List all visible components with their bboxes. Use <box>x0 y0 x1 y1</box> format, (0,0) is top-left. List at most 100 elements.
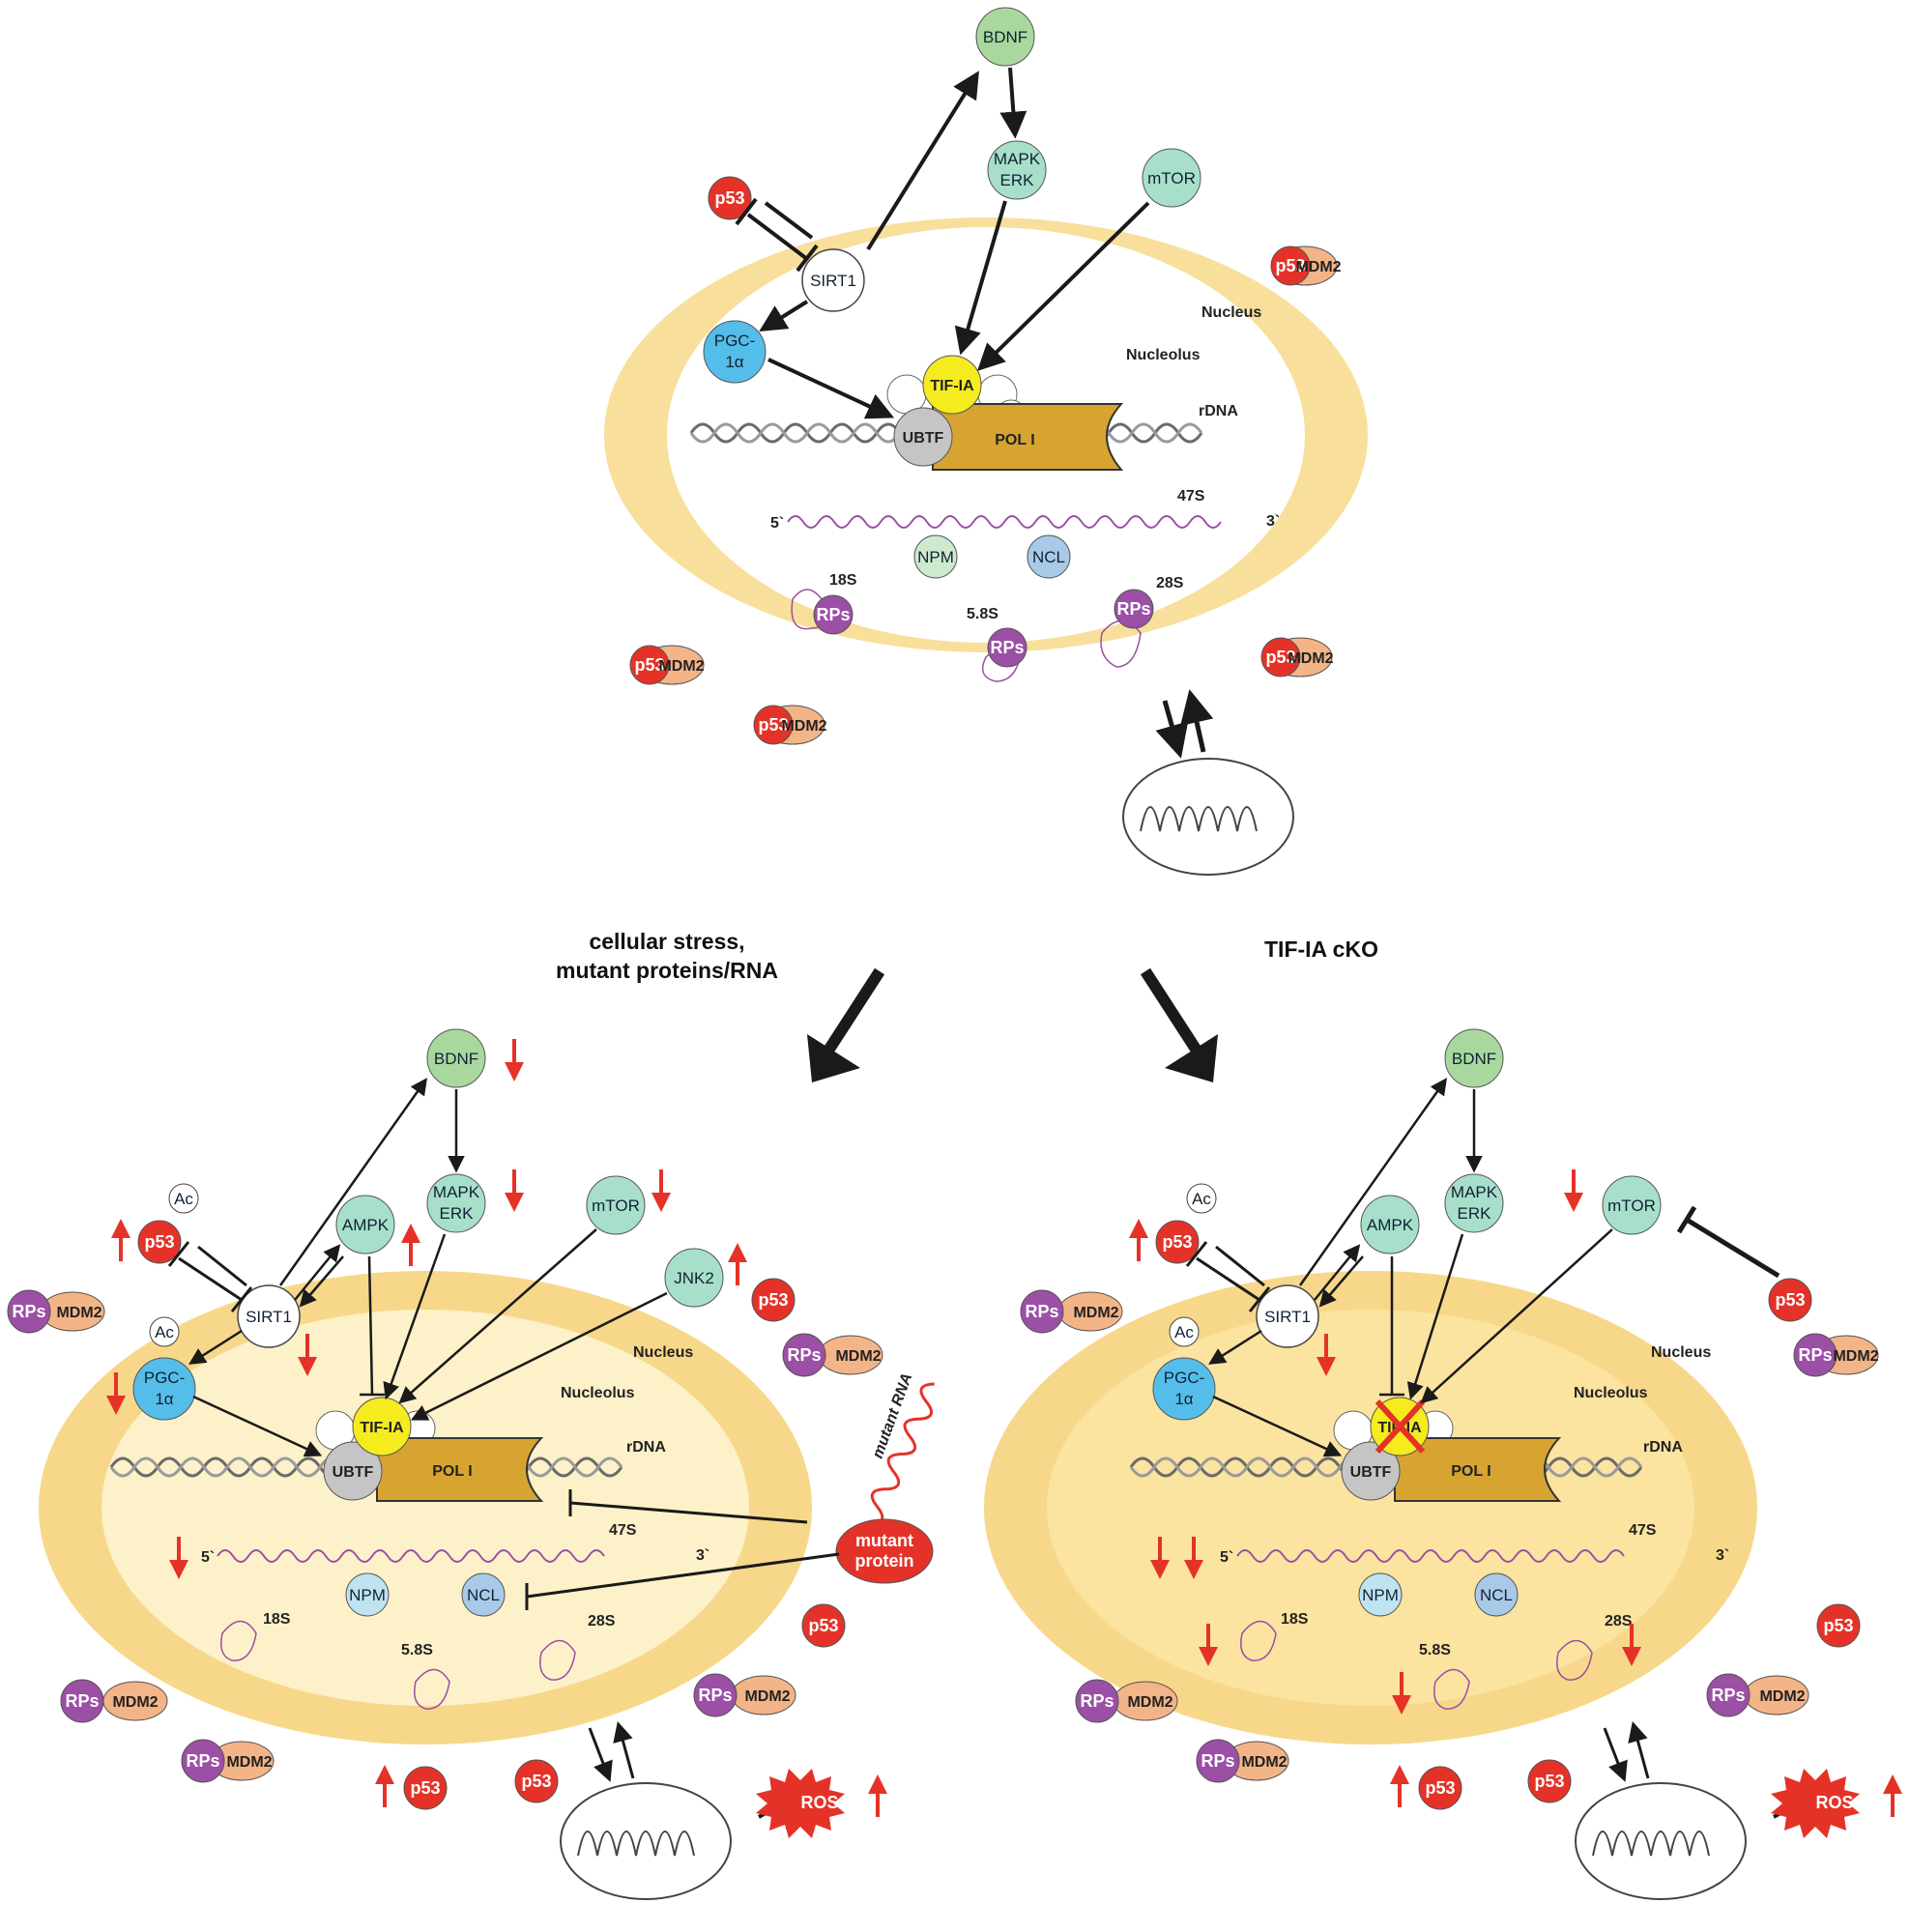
svg-text:Ac: Ac <box>174 1190 193 1208</box>
sirt1-node <box>1256 1284 1319 1348</box>
tifia-label: TIF-IA <box>930 378 974 394</box>
svg-text:mutant: mutant <box>855 1531 913 1550</box>
rps-node <box>1020 1289 1064 1334</box>
p53-node <box>403 1766 448 1810</box>
svg-text:PGC-: PGC- <box>144 1369 186 1387</box>
label-5-8s: 5.8S <box>1419 1642 1451 1658</box>
sirt1-node <box>801 248 865 312</box>
label-18s: 18S <box>263 1611 291 1628</box>
svg-text:MDM2: MDM2 <box>1127 1694 1172 1711</box>
p53-node <box>1418 1766 1462 1810</box>
ac-tag <box>1186 1183 1217 1214</box>
svg-text:MDM2: MDM2 <box>658 658 704 675</box>
rps-node <box>1196 1739 1240 1783</box>
svg-text:ERK: ERK <box>1458 1204 1492 1223</box>
jnk2-node <box>664 1248 724 1308</box>
npm-node <box>1358 1572 1403 1617</box>
svg-text:RPs: RPs <box>698 1686 732 1705</box>
svg-text:p53: p53 <box>758 715 788 735</box>
mtor-node <box>1142 148 1201 208</box>
svg-text:MAPK: MAPK <box>1451 1183 1498 1201</box>
transcript-47s <box>217 1549 605 1563</box>
svg-text:p53: p53 <box>1534 1772 1564 1791</box>
svg-text:ROS: ROS <box>1815 1793 1853 1812</box>
rrna-58s-squiggle <box>1433 1668 1470 1710</box>
ubtf-label: UBTF <box>903 430 944 447</box>
svg-text:Ac: Ac <box>1174 1323 1194 1341</box>
mtor-label: mTOR <box>1607 1197 1656 1215</box>
npm-label: NPM <box>1362 1586 1399 1604</box>
npm-label: NPM <box>917 548 954 566</box>
svg-text:RPs: RPs <box>990 638 1024 657</box>
left-transition-line1: cellular stress, <box>589 929 744 954</box>
tifia-node <box>922 355 982 415</box>
mutant-rna-label: mutant RNA <box>870 1371 916 1461</box>
rps-node <box>1075 1679 1119 1723</box>
svg-text:RPs: RPs <box>1116 599 1150 619</box>
pol1-label: POL I <box>995 432 1035 448</box>
bdnf-node <box>1444 1028 1504 1088</box>
mitochondrion <box>1122 758 1294 876</box>
rdna-label: rDNA <box>1199 403 1238 419</box>
panel-tifia-cko: Nucleus Nucleolus rDNA POL I UBTF TIF-IA… <box>984 1028 1902 1900</box>
svg-text:p53: p53 <box>144 1232 174 1252</box>
rps-node <box>782 1333 826 1377</box>
ubtf-node <box>893 407 953 467</box>
ac-tag <box>1169 1316 1200 1347</box>
pgc1a-node <box>1152 1357 1216 1421</box>
label-47s: 47S <box>1177 488 1205 505</box>
ncl-node <box>1474 1572 1519 1617</box>
svg-text:RPs: RPs <box>1025 1302 1058 1321</box>
svg-text:p53: p53 <box>1162 1232 1192 1252</box>
bdnf-label: BDNF <box>434 1050 478 1068</box>
svg-text:MDM2: MDM2 <box>1759 1688 1805 1705</box>
svg-text:MDM2: MDM2 <box>1241 1754 1287 1771</box>
pgc1a-node <box>703 320 767 384</box>
svg-text:MDM2: MDM2 <box>1833 1348 1878 1365</box>
svg-text:p53: p53 <box>634 655 664 675</box>
p53-node <box>801 1603 846 1648</box>
five-prime-label: 5` <box>201 1549 215 1566</box>
three-prime-label: 3` <box>1266 513 1280 530</box>
ampk-node <box>335 1195 395 1254</box>
label-5-8s: 5.8S <box>967 606 998 622</box>
svg-text:p53: p53 <box>1265 648 1295 667</box>
svg-text:MDM2: MDM2 <box>226 1754 272 1771</box>
rps-node <box>693 1673 738 1717</box>
mapk-erk-node <box>987 140 1047 200</box>
label-28s: 28S <box>1156 575 1184 591</box>
svg-text:MDM2: MDM2 <box>1295 259 1341 275</box>
five-prime-label: 5` <box>1220 1549 1233 1566</box>
label-18s: 18S <box>829 572 857 589</box>
nucleus-label: Nucleus <box>633 1344 693 1361</box>
svg-text:1α: 1α <box>155 1390 173 1408</box>
svg-text:1α: 1α <box>725 353 743 371</box>
ampk-label: AMPK <box>1367 1216 1414 1234</box>
transcript-47s <box>787 515 1222 529</box>
mapk-erk-node <box>426 1173 486 1233</box>
svg-text:ERK: ERK <box>440 1204 475 1223</box>
transitions: cellular stress, mutant proteins/RNA TIF… <box>556 929 1378 1082</box>
nucleolus-area <box>101 1310 749 1706</box>
svg-text:protein: protein <box>855 1551 914 1571</box>
rps-node <box>7 1289 51 1334</box>
npm-label: NPM <box>349 1586 386 1604</box>
sirt1-label: SIRT1 <box>246 1308 292 1326</box>
bdnf-node <box>975 7 1035 67</box>
panel-cellular-stress: Nucleus Nucleolus rDNA POL I UBTF TIF-IA… <box>7 1028 935 1900</box>
rps-node <box>1114 589 1154 629</box>
label-5-8s: 5.8S <box>401 1642 433 1658</box>
p53-node <box>753 705 794 745</box>
rrna-28s-squiggle <box>1556 1639 1593 1681</box>
svg-text:p53: p53 <box>1425 1778 1455 1798</box>
pol1-label: POL I <box>1451 1463 1491 1480</box>
mtor-label: mTOR <box>1147 169 1196 187</box>
svg-text:RPs: RPs <box>1798 1345 1832 1365</box>
svg-text:RPs: RPs <box>65 1691 99 1711</box>
rps-node <box>1793 1333 1838 1377</box>
svg-text:MDM2: MDM2 <box>781 718 826 735</box>
nucleolus-label: Nucleolus <box>561 1385 635 1401</box>
ncl-node <box>1027 534 1071 579</box>
svg-text:RPs: RPs <box>1080 1691 1114 1711</box>
